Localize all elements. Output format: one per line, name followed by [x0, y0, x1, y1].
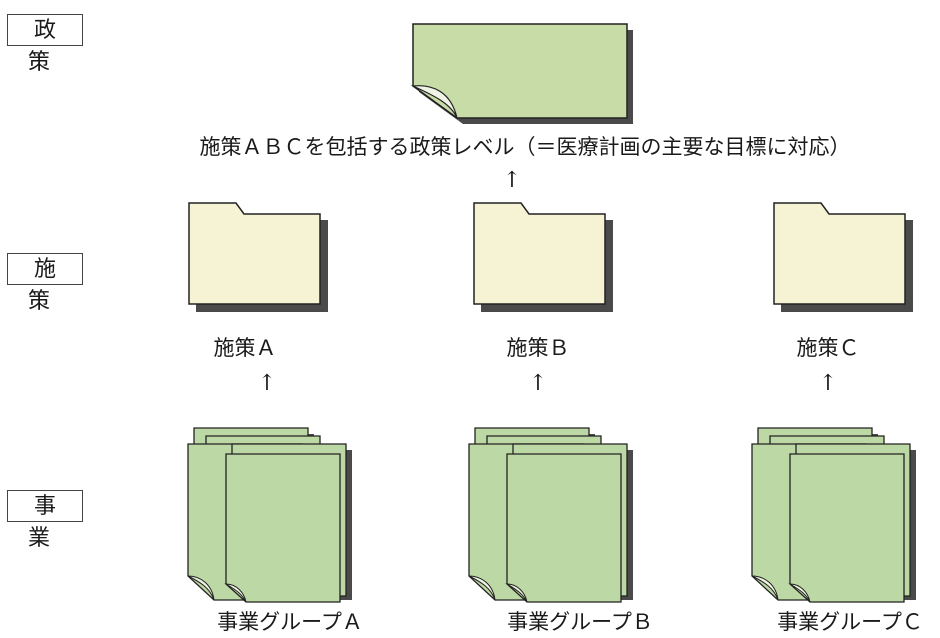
- measure-c-label: 施策Ｃ: [796, 336, 860, 360]
- folder-icon-measure-b: [473, 202, 613, 312]
- arrow-group-c-to-measure-c: ↑: [818, 371, 838, 396]
- project-group-b-label: 事業グループＢ: [507, 610, 653, 634]
- level-label-measure: 施策: [7, 253, 83, 314]
- level-label-policy: 政策: [7, 14, 83, 75]
- folder-icon-measure-a: [188, 202, 328, 312]
- measure-b-label: 施策Ｂ: [506, 336, 570, 360]
- document-stack-icon-a: [187, 427, 352, 603]
- policy-caption: 施策ＡＢＣを包括する政策レベル（＝医療計画の主要な目標に対応）: [199, 135, 851, 159]
- level-label-project: 事業: [7, 490, 83, 551]
- arrow-group-b-to-measure-b: ↑: [528, 371, 548, 396]
- folder-icon-measure-c: [773, 202, 913, 312]
- arrow-group-a-to-measure-a: ↑: [257, 371, 277, 396]
- measure-a-label: 施策Ａ: [213, 336, 277, 360]
- project-group-c-label: 事業グループＣ: [777, 610, 923, 634]
- policy-document-icon: [410, 23, 633, 124]
- document-stack-icon-b: [468, 427, 633, 603]
- project-group-a-label: 事業グループＡ: [217, 610, 363, 634]
- arrow-measure-to-policy: ↑: [502, 168, 522, 193]
- document-stack-icon-c: [751, 427, 916, 603]
